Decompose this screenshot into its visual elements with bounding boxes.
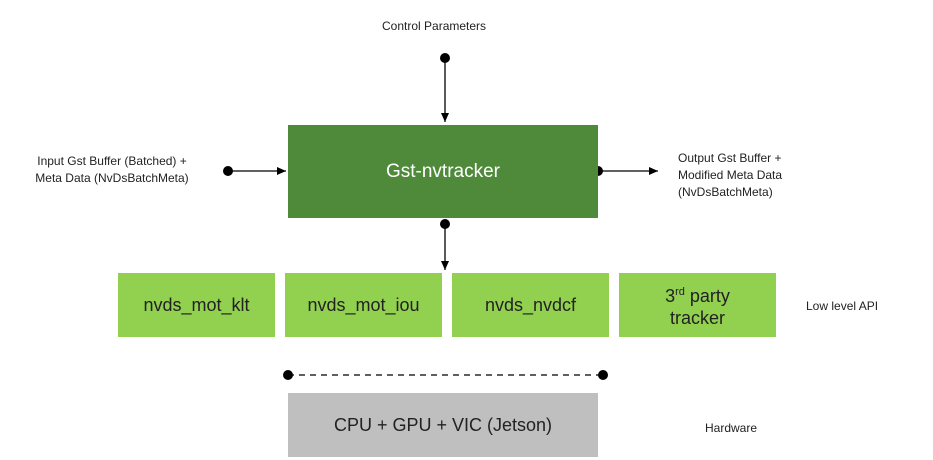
hardware-box-label: CPU + GPU + VIC (Jetson) [333,414,553,435]
gst-nvtracker-label: Gst-nvtracker [385,160,501,182]
control-parameters-label: Control Parameters [382,19,487,33]
lowlevel-box-third-party: 3rd party tracker [619,273,776,337]
input-label: Input Gst Buffer (Batched) + Meta Data (… [16,153,208,187]
output-label-line1: Output Gst Buffer + [678,151,782,165]
low-level-api-label: Low level API [806,299,879,313]
hardware-label: Hardware [705,421,758,435]
third-party-number: 3 [665,286,676,306]
lowlevel-box-label: nvds_mot_klt [143,294,250,315]
hardware-dashed-line [283,370,608,380]
lowlevel-box-klt: nvds_mot_klt [118,273,275,337]
input-label-line2: Meta Data (NvDsBatchMeta) [35,171,189,185]
lowlevel-box-nvdcf: nvds_nvdcf [452,273,609,337]
lowlevel-box-label: nvds_nvdcf [484,294,577,315]
third-party-line2: tracker [669,308,725,328]
third-party-label: 3rd party tracker [665,281,730,329]
third-party-suffix: rd [675,286,685,298]
lowlevel-box-label: nvds_mot_iou [307,294,420,315]
hardware-box: CPU + GPU + VIC (Jetson) [288,393,598,457]
input-label-line1: Input Gst Buffer (Batched) + [37,154,187,168]
output-label-line2: Modified Meta Data [678,168,783,182]
lowlevel-box-iou: nvds_mot_iou [285,273,442,337]
output-label-line3: (NvDsBatchMeta) [678,185,773,199]
lowlevel-arrow [440,219,450,270]
output-arrow [593,166,658,176]
control-arrow [440,53,450,122]
gst-nvtracker-box: Gst-nvtracker [288,125,598,218]
input-arrow [223,166,286,176]
third-party-word: party [684,286,730,306]
output-label: Output Gst Buffer + Modified Meta Data (… [678,150,782,201]
